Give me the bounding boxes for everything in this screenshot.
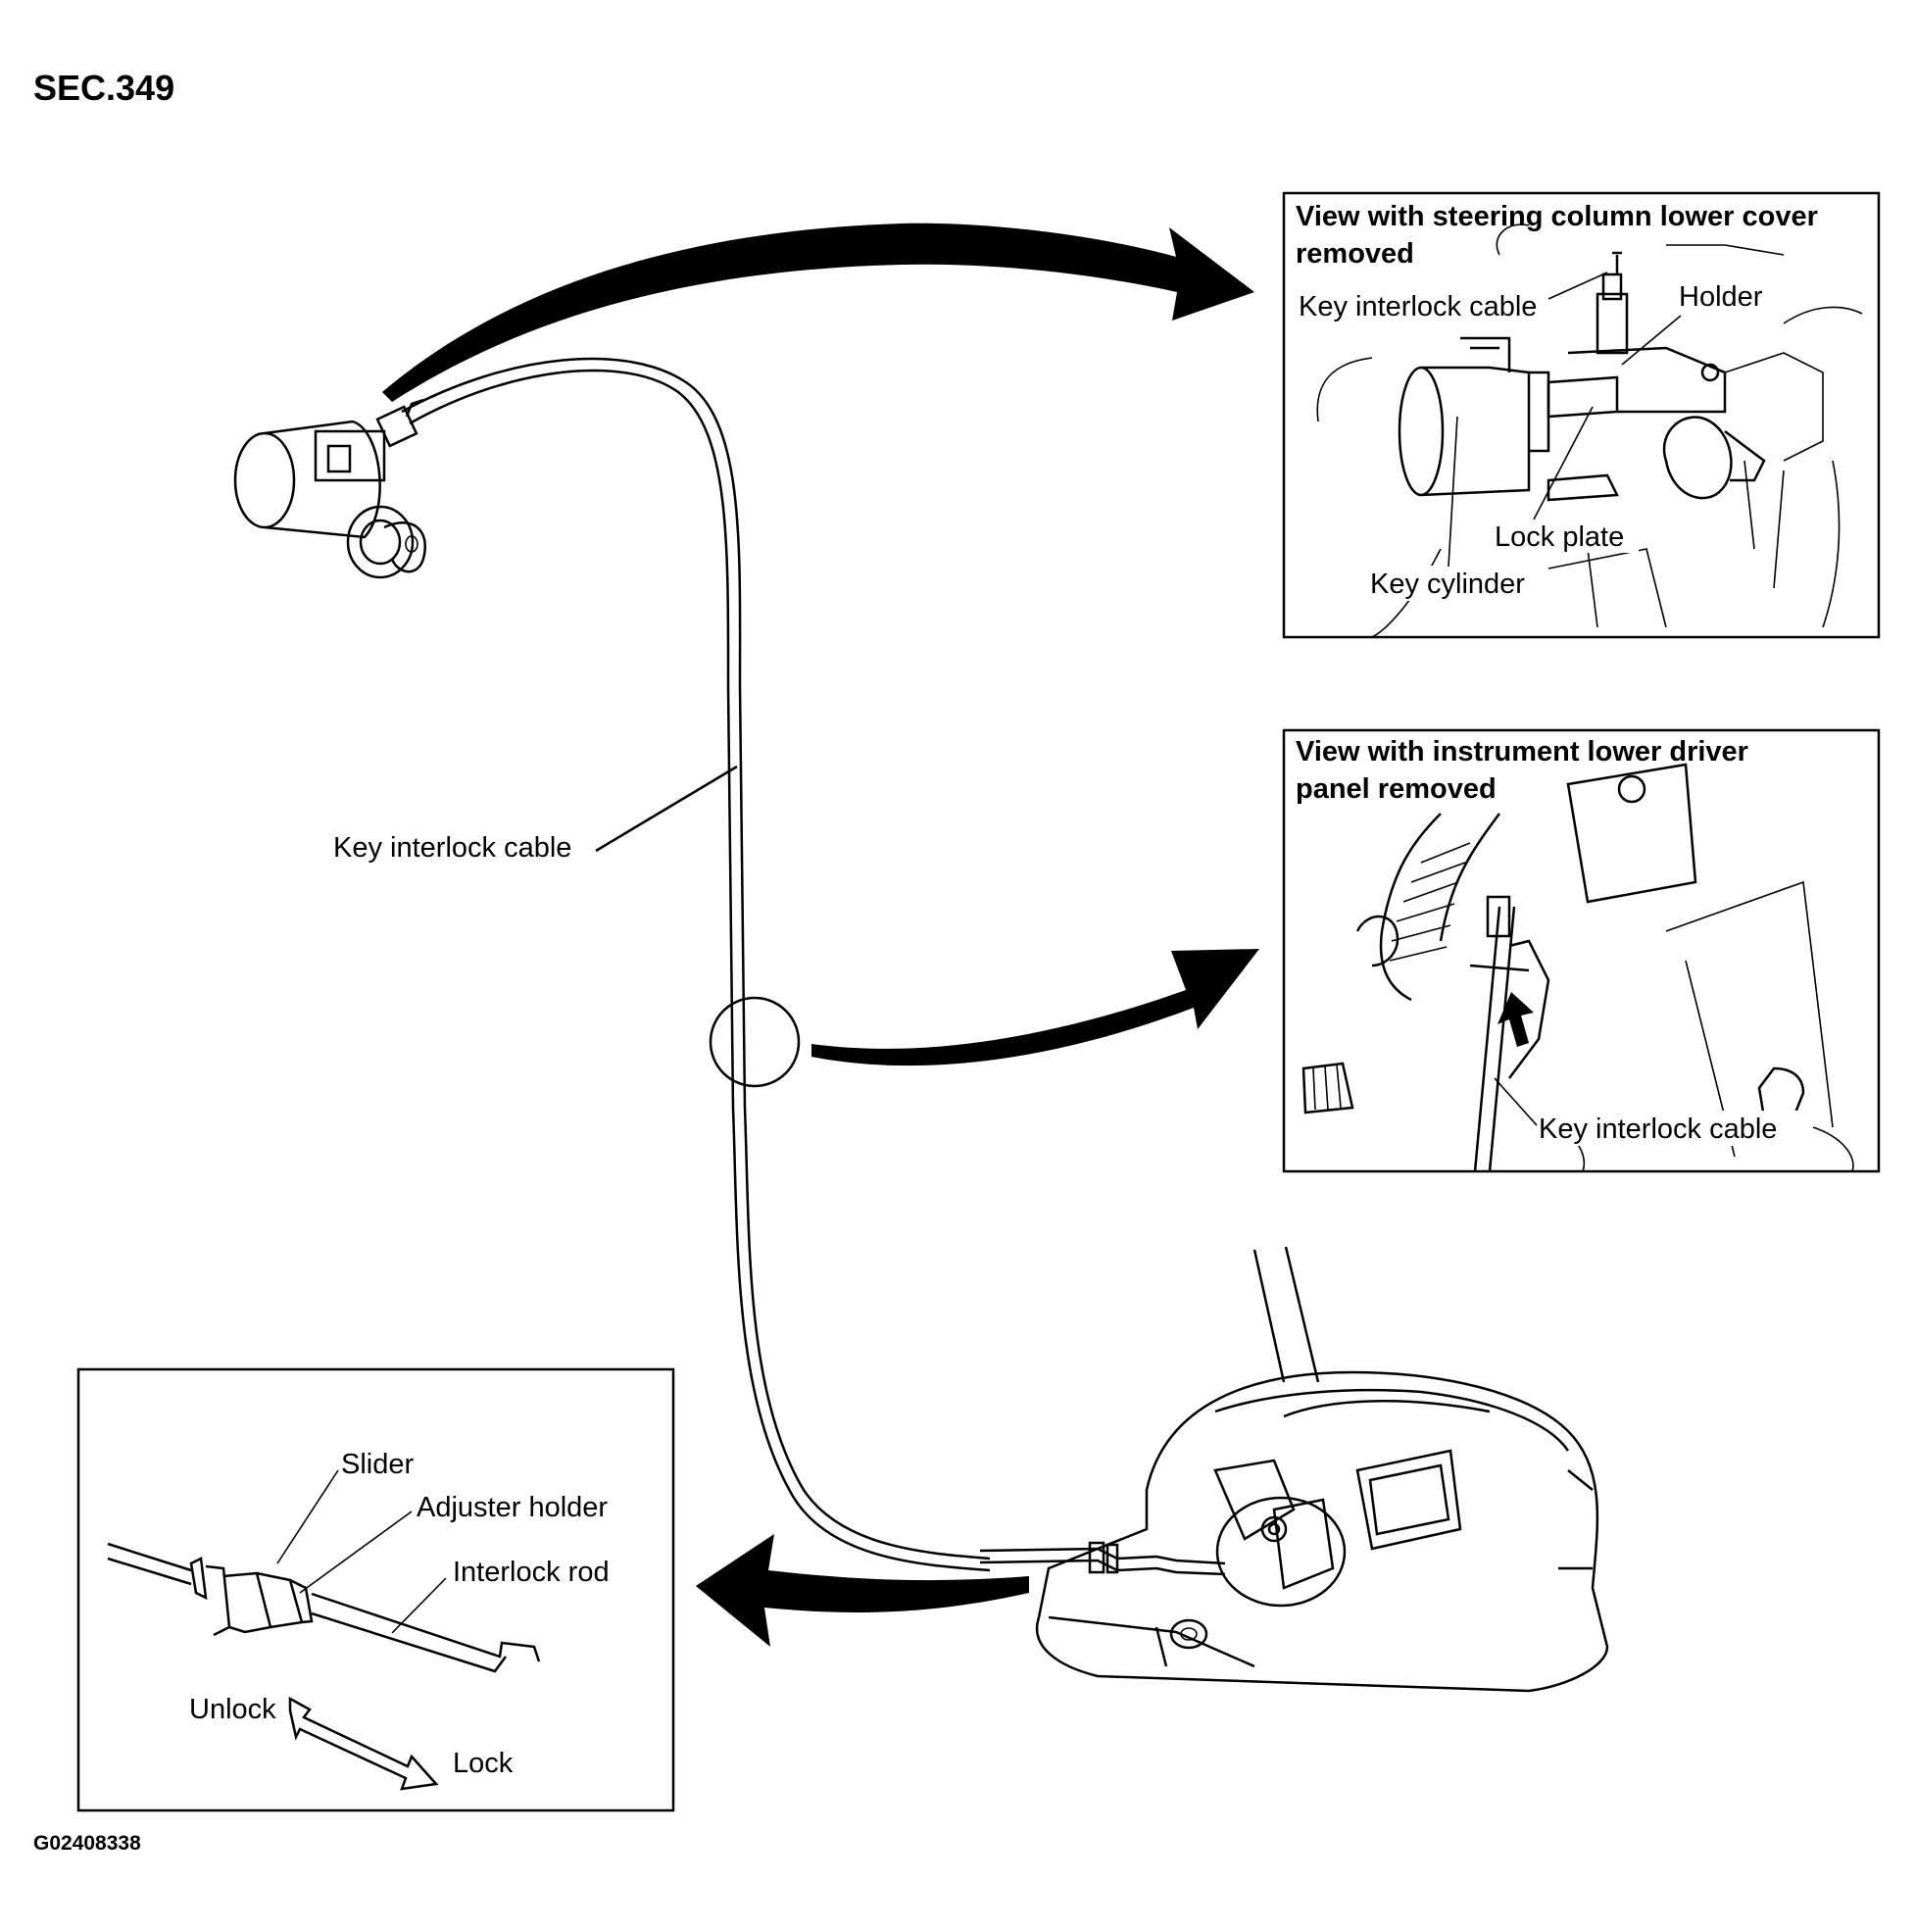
panel-cable-label-bg (1534, 1111, 1798, 1146)
steering-cable-leader (1547, 272, 1608, 300)
arrow-to-steering-view (382, 223, 1254, 402)
steering-view-panel: View with steering column lower cover re… (1282, 191, 1881, 639)
figure-code: G02408338 (33, 1832, 141, 1855)
main-cable-leader (595, 765, 738, 853)
holder-label: Holder (1679, 281, 1763, 313)
main-cable (401, 357, 991, 1572)
panel-view-panel: View with instrument lower driver panel … (1282, 728, 1881, 1173)
steering-view-title-line2: removed (1296, 238, 1414, 270)
panel-view-title-line2: panel removed (1296, 773, 1497, 805)
steering-view-title-line1: View with steering column lower cover (1296, 201, 1818, 232)
lock-plate-label-bg (1492, 518, 1639, 553)
adjuster-holder-leader (299, 1511, 413, 1594)
key-cylinder-label-bg (1367, 566, 1539, 601)
adjuster-holder-label: Adjuster holder (417, 1492, 608, 1523)
panel-cable-leader (1494, 1077, 1538, 1126)
panel-view-title-line1: View with instrument lower driver (1296, 736, 1748, 768)
lock-label: Lock (453, 1748, 514, 1779)
slider-leader (276, 1469, 339, 1564)
shifter-assembly (979, 1246, 1609, 1693)
lock-plate-label: Lock plate (1495, 521, 1624, 553)
key-cylinder-illustration (233, 398, 426, 579)
cable-label-bg (1294, 290, 1558, 325)
unlock-lock-double-arrow (288, 1696, 439, 1791)
section-number: SEC.349 (33, 68, 174, 108)
steering-view-drawing (1316, 223, 1863, 638)
adjuster-drawing (107, 1542, 541, 1673)
unlock-label: Unlock (189, 1694, 276, 1725)
steering-cable-label: Key interlock cable (1299, 291, 1537, 322)
panel-view-drawing (1301, 763, 1854, 1172)
holder-leader (1621, 315, 1682, 366)
lock-plate-leader (1533, 406, 1594, 520)
holder-label-bg (1676, 276, 1774, 312)
key-cylinder-leader (1448, 416, 1458, 568)
adjuster-view-panel: Slider Adjuster holder Interlock rod Unl… (76, 1367, 675, 1812)
key-cylinder-label: Key cylinder (1370, 569, 1525, 600)
arrow-to-panel-view (811, 949, 1259, 1066)
arrow-to-adjuster-view (696, 1534, 1029, 1647)
interlock-rod-label: Interlock rod (453, 1557, 610, 1588)
main-cable-label: Key interlock cable (333, 832, 571, 864)
callout-circle (709, 996, 801, 1088)
slider-label: Slider (341, 1449, 414, 1480)
interlock-rod-leader (391, 1577, 447, 1634)
panel-cable-label: Key interlock cable (1539, 1114, 1777, 1145)
